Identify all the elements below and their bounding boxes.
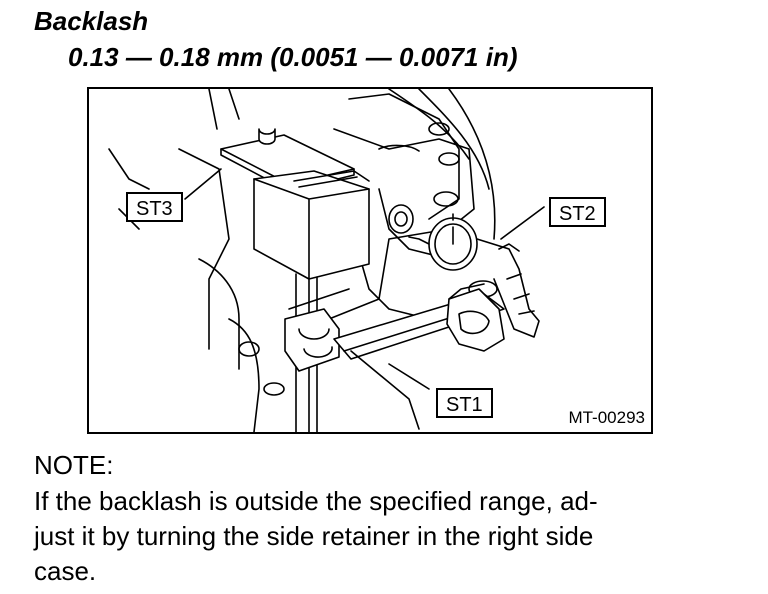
callout-st1: ST1 [436, 388, 493, 418]
note-line: just it by turning the side retainer in … [34, 521, 594, 551]
callout-st2: ST2 [549, 197, 606, 227]
illustration-frame: ST3 ST2 ST1 MT-00293 [87, 87, 653, 434]
note-body: If the backlash is outside the specified… [34, 484, 598, 589]
backlash-spec: 0.13 — 0.18 mm (0.0051 — 0.0071 in) [68, 42, 518, 72]
figure-id: MT-00293 [568, 408, 645, 427]
section-title: Backlash [34, 6, 149, 36]
dial-gauge-setup-illustration [108, 89, 545, 432]
note-line: case. [34, 556, 97, 586]
callout-st3: ST3 [126, 192, 183, 222]
note-heading: NOTE: [34, 450, 114, 480]
note-line: If the backlash is outside the specified… [34, 486, 598, 516]
